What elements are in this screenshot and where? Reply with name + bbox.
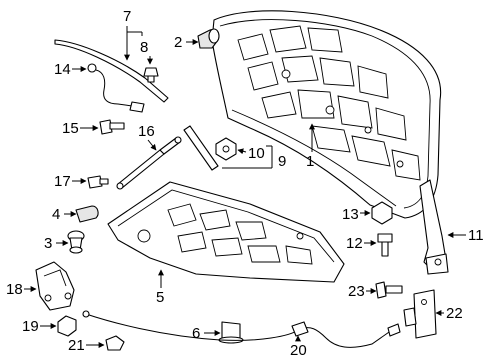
svg-text:20: 20 — [290, 342, 307, 359]
callout-1: 1 — [306, 123, 315, 170]
bumper-stop — [197, 28, 220, 49]
callout-21: 21 — [68, 337, 105, 354]
callout-4: 4 — [52, 206, 77, 223]
svg-text:11: 11 — [468, 227, 484, 244]
seal-clip — [143, 67, 159, 83]
svg-text:5: 5 — [156, 289, 164, 306]
svg-text:13: 13 — [342, 206, 359, 223]
svg-text:1: 1 — [306, 153, 314, 170]
svg-text:6: 6 — [192, 325, 200, 342]
latch-bracket — [403, 289, 437, 339]
callout-17: 17 — [54, 173, 87, 190]
callout-9: 9 — [222, 146, 286, 170]
nut-19 — [57, 315, 77, 337]
callout-7: 7 — [123, 8, 143, 61]
callout-19: 19 — [22, 318, 57, 335]
callout-6: 6 — [192, 325, 221, 342]
callout-16: 16 — [138, 123, 157, 151]
svg-text:18: 18 — [6, 281, 23, 298]
svg-text:17: 17 — [54, 173, 71, 190]
svg-text:12: 12 — [346, 235, 363, 252]
callout-23: 23 — [348, 283, 377, 300]
svg-text:14: 14 — [54, 61, 71, 78]
svg-text:16: 16 — [138, 123, 155, 140]
svg-text:4: 4 — [52, 206, 60, 223]
svg-text:19: 19 — [22, 318, 39, 335]
callout-3: 3 — [44, 235, 69, 252]
bolt-15 — [99, 119, 125, 135]
callout-10: 10 — [237, 145, 272, 162]
callout-11: 11 — [447, 227, 484, 244]
svg-text:8: 8 — [140, 39, 148, 56]
callout-5: 5 — [156, 269, 164, 306]
svg-text:22: 22 — [446, 305, 463, 322]
callout-2: 2 — [174, 34, 199, 51]
svg-text:21: 21 — [68, 337, 85, 354]
callout-18: 18 — [6, 281, 37, 298]
hood-panel — [211, 10, 442, 219]
svg-text:23: 23 — [348, 283, 365, 300]
hood-strut — [116, 136, 182, 190]
svg-text:9: 9 — [278, 153, 286, 170]
bolt-21 — [105, 335, 125, 351]
push-pin-17 — [87, 175, 109, 189]
svg-text:3: 3 — [44, 235, 52, 252]
callout-13: 13 — [342, 206, 371, 223]
svg-text:15: 15 — [62, 120, 79, 137]
clip-nut — [215, 137, 237, 161]
callout-14: 14 — [54, 61, 87, 78]
grommet-3 — [67, 230, 85, 254]
callout-15: 15 — [62, 120, 99, 137]
svg-text:2: 2 — [174, 34, 182, 51]
callout-12: 12 — [346, 235, 377, 252]
bolt-23 — [375, 281, 403, 299]
svg-text:7: 7 — [123, 8, 131, 25]
hood-latch — [35, 261, 75, 311]
svg-text:10: 10 — [248, 145, 265, 162]
nut-13 — [371, 201, 393, 225]
insulator-pad — [107, 181, 345, 283]
callout-22: 22 — [435, 305, 463, 322]
underhood-lamp-wire — [87, 63, 145, 113]
bolt-12 — [377, 233, 393, 257]
bumper-4 — [75, 205, 99, 223]
callout-20: 20 — [290, 335, 307, 359]
callout-8: 8 — [140, 39, 153, 65]
release-cable — [82, 310, 401, 348]
hood-seal — [54, 39, 169, 103]
prop-rod — [183, 125, 219, 171]
hood-hinge — [419, 179, 449, 275]
